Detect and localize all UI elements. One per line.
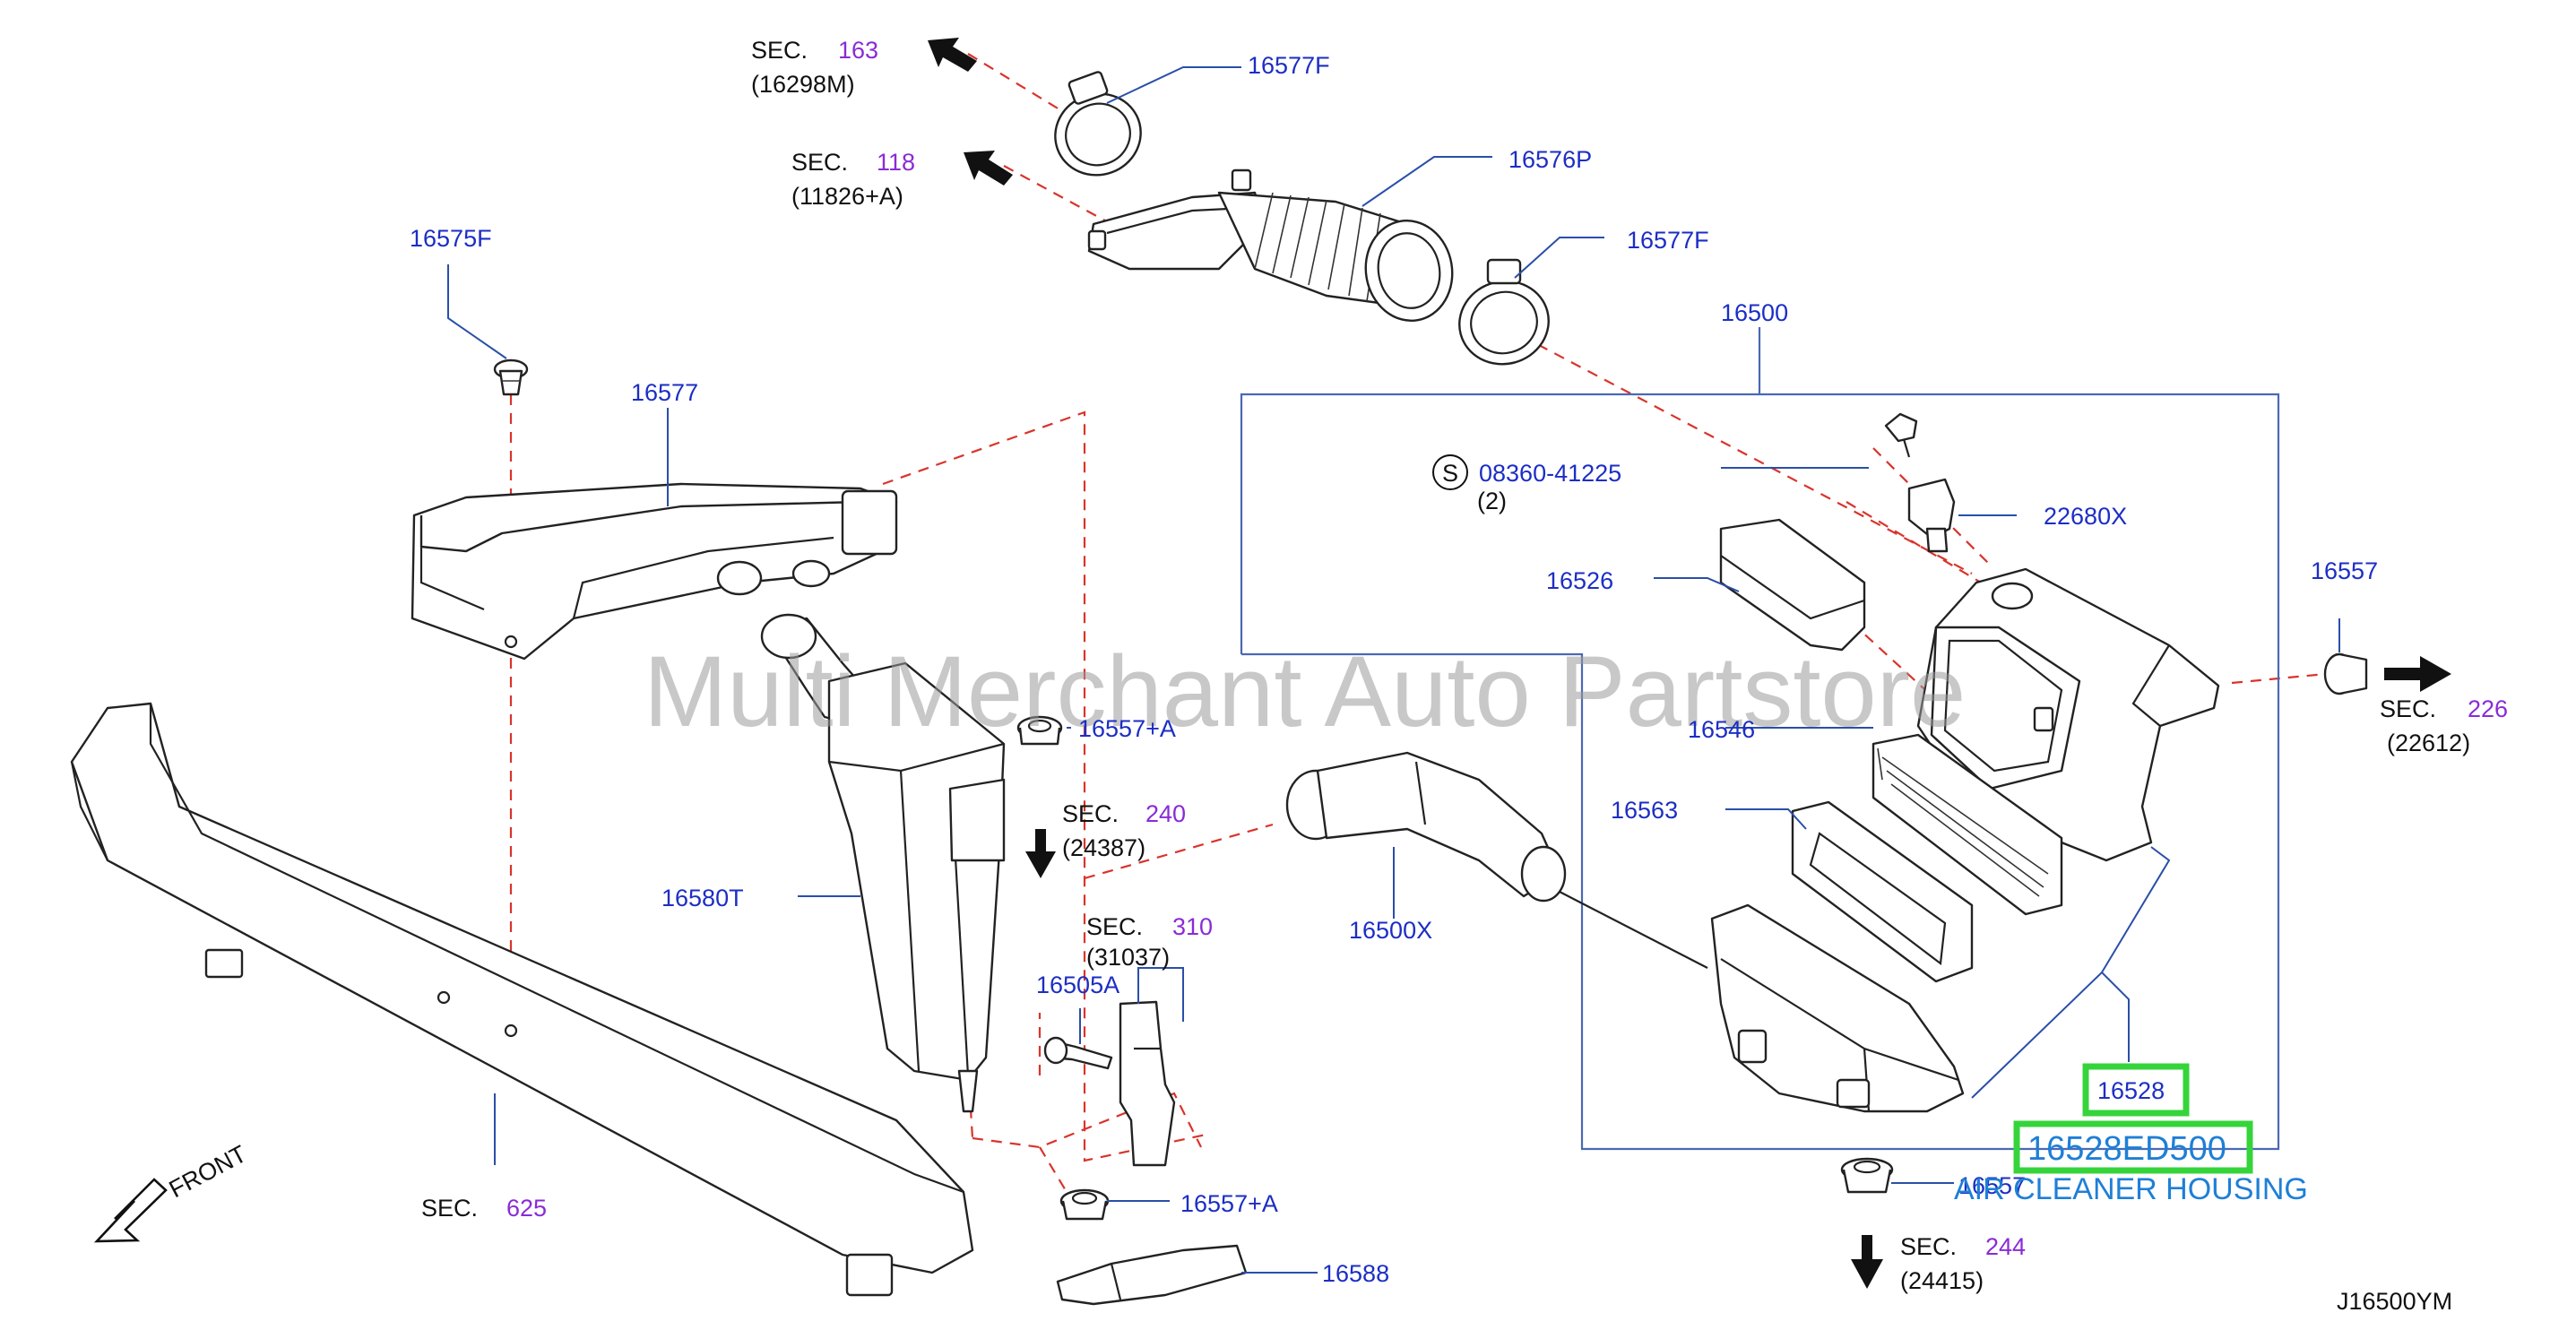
- bolt-screw[interactable]: [1884, 412, 1918, 458]
- arrow-sec118: [964, 151, 1013, 186]
- label-08360-41225[interactable]: 08360-41225: [1479, 460, 1621, 487]
- highlight-box-part-number: [2013, 1120, 2253, 1174]
- support-bracket[interactable]: [1056, 1244, 1248, 1306]
- air-filter-element[interactable]: [1871, 733, 2063, 916]
- filter-frame[interactable]: [1791, 800, 1974, 983]
- front-label: FRONT: [165, 1140, 251, 1203]
- label-16577F-upper[interactable]: 16577F: [1248, 52, 1330, 79]
- label-16557-right[interactable]: 16557: [2311, 557, 2378, 584]
- radiator-core-support: [70, 702, 974, 1297]
- label-16580T[interactable]: 16580T: [661, 885, 744, 911]
- label-16526[interactable]: 16526: [1546, 567, 1613, 594]
- sec-240-prefix: SEC.: [1062, 800, 1119, 827]
- sec-163-prefix: SEC.: [751, 37, 808, 64]
- diagram-code: J16500YM: [2337, 1288, 2452, 1315]
- assembly-group-box: [1240, 327, 2280, 1151]
- resonator[interactable]: [760, 613, 1006, 1113]
- label-16528[interactable]: 16528: [2097, 1077, 2165, 1104]
- label-16577F-lower[interactable]: 16577F: [1627, 227, 1709, 254]
- label-16588[interactable]: 16588: [1322, 1260, 1389, 1287]
- watermark: Multi Merchant Auto Partstore: [644, 635, 1966, 747]
- leader-lines: [447, 66, 2340, 1274]
- grommet-right[interactable]: [2323, 652, 2368, 695]
- label-16557A-upper[interactable]: 16557+A: [1078, 715, 1176, 742]
- label-16577[interactable]: 16577: [631, 379, 698, 406]
- air-inlet-duct[interactable]: [411, 482, 898, 661]
- grommet-upper[interactable]: [1016, 715, 1063, 746]
- sec-310-prefix: SEC.: [1086, 913, 1143, 940]
- sec-163-number[interactable]: 163: [838, 37, 878, 64]
- hose-clamp-upper[interactable]: [1044, 71, 1153, 186]
- sec-244-number[interactable]: 244: [1985, 1233, 2026, 1260]
- sec-240-code: (24387): [1062, 834, 1145, 861]
- label-16576P[interactable]: 16576P: [1508, 146, 1592, 173]
- label-16563[interactable]: 16563: [1611, 797, 1678, 824]
- label-16505A[interactable]: 16505A: [1036, 972, 1119, 998]
- air-cleaner-lower-housing[interactable]: [1710, 903, 1965, 1113]
- sec-244-prefix: SEC.: [1900, 1233, 1957, 1260]
- arrow-sec244: [1851, 1235, 1883, 1289]
- label-16546[interactable]: 16546: [1688, 716, 1755, 743]
- highlight-description: AIR CLEANER HOUSING: [1954, 1172, 2308, 1206]
- arrow-front: [93, 1178, 168, 1243]
- highlight-part-number[interactable]: 16528ED500: [2027, 1130, 2226, 1168]
- sec-625-prefix: SEC.: [421, 1195, 478, 1222]
- direction-arrows: [93, 38, 2451, 1289]
- mass-air-flow-sensor[interactable]: [1907, 478, 1956, 553]
- sec-163-code: (16298M): [751, 71, 855, 98]
- grommet-bottom[interactable]: [1840, 1157, 1894, 1194]
- sec-226-prefix: SEC.: [2380, 695, 2436, 722]
- sec-240-number[interactable]: 240: [1145, 800, 1186, 827]
- sec-118-prefix: SEC.: [791, 149, 848, 176]
- air-duct-bellows[interactable]: [1087, 168, 1460, 327]
- highlight-box-16528: [2082, 1063, 2190, 1117]
- sec-310-code: (31037): [1086, 944, 1170, 971]
- resonator-cover[interactable]: [1719, 518, 1866, 652]
- sec-244-code: (24415): [1900, 1267, 1984, 1294]
- sec-118-number[interactable]: 118: [877, 149, 915, 176]
- label-22680X[interactable]: 22680X: [2044, 503, 2127, 530]
- part-labels: 16577F 16576P 16577F 16575F 16577 16500 …: [410, 52, 2378, 1287]
- sec-118-code: (11826+A): [791, 183, 903, 210]
- highlight-group[interactable]: 16528 16528ED500 AIR CLEANER HOUSING: [1954, 1063, 2308, 1206]
- label-16575F[interactable]: 16575F: [410, 225, 492, 252]
- label-08360-qty: (2): [1477, 488, 1507, 514]
- grommet-lower[interactable]: [1059, 1188, 1110, 1221]
- arrow-sec240: [1025, 829, 1056, 878]
- label-16500[interactable]: 16500: [1721, 299, 1788, 326]
- sec-226-code: (22612): [2387, 730, 2470, 756]
- arrow-sec163: [928, 38, 977, 72]
- label-16500X[interactable]: 16500X: [1349, 917, 1432, 944]
- symbol-circle: [1432, 454, 1468, 490]
- section-references: SEC. 163 (16298M) SEC. 118 (11826+A) SEC…: [421, 37, 2508, 1294]
- push-clip[interactable]: [493, 358, 529, 396]
- air-intake-duct[interactable]: [1285, 751, 1567, 902]
- sec-310-number[interactable]: 310: [1172, 913, 1213, 940]
- arrow-sec226: [2384, 656, 2451, 692]
- hose-clamp-lower[interactable]: [1450, 258, 1558, 374]
- symbol-s: S: [1442, 460, 1458, 487]
- sec-625-number[interactable]: 625: [506, 1195, 547, 1222]
- label-16557A-lower[interactable]: 16557+A: [1180, 1190, 1278, 1217]
- bracket-with-bolt[interactable]: [1043, 1000, 1176, 1167]
- sec-226-number[interactable]: 226: [2468, 695, 2508, 722]
- label-16557-bottom[interactable]: 16557: [1958, 1172, 2026, 1199]
